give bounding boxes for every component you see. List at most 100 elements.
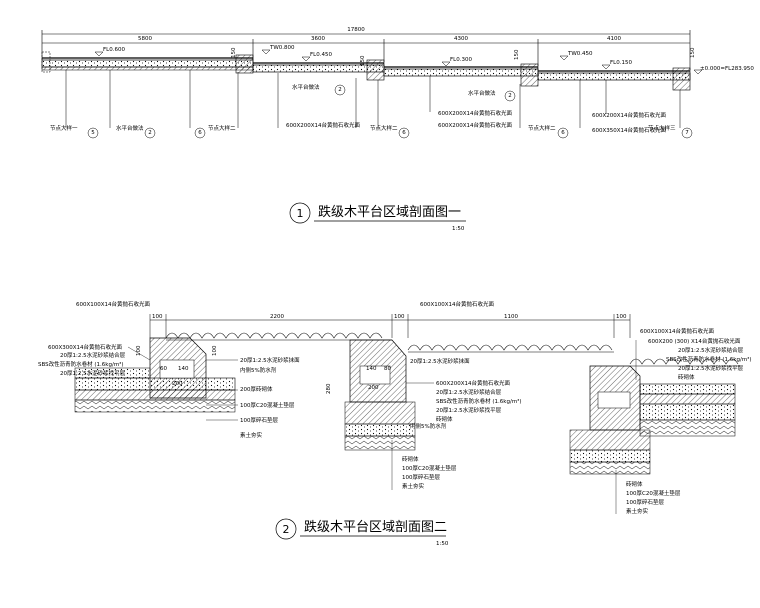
s2-mid-note-5: 100厚碎石垫层: [240, 416, 278, 424]
s2-dim-1: 100: [152, 314, 163, 320]
section2-left-wall: [74, 337, 236, 413]
note-stone-1: 600X200X14台黄抛石收光面: [286, 121, 361, 129]
vdim-1: 150: [231, 47, 237, 58]
s2-mid-note-2: 内侧5%防水剂: [240, 366, 277, 374]
callout-6b: 节点大样二 6: [370, 124, 410, 139]
s2-right-note-4: 20厚1:2.5水泥砂浆找平层: [678, 364, 744, 372]
svg-text:节点大样三: 节点大样三: [648, 124, 676, 132]
s2-right-note-3: SBS改性沥青防水卷材 (1.6kg/m³): [666, 355, 752, 363]
s2-left-dim-4: 200: [172, 381, 183, 387]
s2-top-label-3: 600X100X14台黄抛石收光面: [640, 327, 715, 335]
s2-dim-5: 100: [616, 314, 627, 320]
s2-dim-2: 2200: [270, 314, 284, 320]
s2-mid-note-4: 100厚C20混凝土垫层: [240, 401, 295, 409]
dim-seg-3: 4300: [454, 36, 468, 42]
s2-center-base-3: 100厚碎石垫层: [402, 473, 440, 481]
section1-scale: 1:50: [452, 226, 465, 232]
dim-seg-4: 4100: [607, 36, 621, 42]
svg-text:节点大样二: 节点大样二: [370, 124, 398, 132]
section1-levels: FL0.600 TW0.800 FL0.450 FL0.300 TW0.450 …: [94, 45, 754, 75]
s2-right-base-3: 100厚碎石垫层: [626, 498, 664, 506]
s2-center-base-4: 素土夯实: [402, 482, 425, 490]
vdim-3: 150: [514, 49, 520, 60]
s2-mid-note-3: 200厚砖砌体: [240, 385, 273, 393]
s2-right-note-2: 20厚1:2.5水泥砂浆结合层: [678, 346, 744, 354]
section2-title-block: 2 跌级木平台区域剖面图二 1:50: [275, 518, 449, 547]
level-fl0150: FL0.150: [610, 60, 632, 66]
vdim-2: 150: [360, 55, 366, 66]
note-stone-2: 600X200X14台黄抛石收光面: [438, 109, 513, 117]
s2-right-note-5: 砖砌体: [678, 373, 695, 381]
s2-mid-dim-3: 140: [366, 366, 377, 372]
section1-leader-notes: 水平台做法 600X200X14台黄抛石收光面 600X200X14台黄抛石收光…: [286, 83, 667, 134]
section2-title-num: 2: [283, 523, 290, 536]
section1-vert-dims: 150 150 150 150: [231, 47, 696, 66]
section2-center-notes: 600X200X14台黄抛石收光面 20厚1:2.5水泥砂浆结合层 SBS改性沥…: [391, 357, 522, 490]
svg-text:2: 2: [508, 93, 512, 99]
section1-leaders: [65, 70, 681, 128]
section2-right-notes: 600X200 (300) X14台黄抛石收光面 20厚1:2.5水泥砂浆结合层…: [615, 337, 752, 515]
s2-left-note-3: SBS改性沥青防水卷材 (1.6kg/m³): [38, 360, 124, 368]
svg-text:节点大样二: 节点大样二: [208, 124, 236, 132]
note-stone-5: 600X350X14台黄抛石收光面: [592, 126, 667, 134]
section2-left-notes: 600X300X14台黄抛石收光面 20厚1:2.5水泥砂浆结合层 SBS改性沥…: [38, 343, 189, 387]
level-fl0450: FL0.450: [310, 52, 332, 58]
section1-title-num: 1: [297, 207, 304, 220]
section-1: 17800 5800 3600 4300 4100: [41, 27, 754, 232]
s2-top-label-2: 600X100X14台黄抛石收光面: [420, 300, 495, 308]
s2-left-note-2: 20厚1:2.5水泥砂浆结合层: [60, 351, 126, 359]
dim-total: 17800: [347, 27, 365, 33]
s2-mid-note-6: 素土夯实: [240, 431, 263, 439]
note-stone-4: 600X200X14台黄抛石收光面: [592, 111, 667, 119]
svg-text:水平台做法: 水平台做法: [116, 124, 144, 132]
note-stone-3: 600X200X14台黄抛石收光面: [438, 121, 513, 129]
s2-center-note-4: 20厚1:2.5水泥砂浆找平层: [436, 406, 502, 414]
section1-title-block: 1 跌级木平台区域剖面图一 1:50: [289, 202, 466, 232]
s2-center-note-1: 600X200X14台黄抛石收光面: [436, 379, 511, 387]
section2-deck-surface: [165, 332, 740, 367]
callout-2c: 2: [504, 90, 516, 102]
svg-text:节点大样一: 节点大样一: [50, 124, 78, 132]
s2-dim-3: 100: [394, 314, 405, 320]
s2-mid-note-1: 20厚1:2.5水泥砂浆抹面: [240, 356, 300, 364]
section1-deck: [41, 51, 691, 91]
s2-center-note-5: 砖砌体: [436, 415, 453, 423]
callout-7: 节点大样三 7: [648, 124, 693, 139]
s2-center-side-1: 20厚1:2.5水泥砂浆抹面: [410, 357, 470, 365]
s2-center-base-1: 砖砌体: [402, 455, 419, 463]
svg-text:6: 6: [402, 130, 406, 136]
vdim-4: 150: [690, 47, 696, 58]
section1-callouts: 节点大样一 5 水平台做法 2 6 节点大样二 2 节点大样二 6: [50, 84, 693, 139]
s2-mid-dim-1: 100: [212, 345, 218, 356]
s2-center-side-2: 内侧5%防水剂: [410, 422, 447, 430]
svg-text:6: 6: [198, 130, 202, 136]
level-fl0600: FL0.600: [103, 47, 125, 53]
s2-center-note-3: SBS改性沥青防水卷材 (1.6kg/m³): [436, 397, 522, 405]
level-fl0300: FL0.300: [450, 57, 472, 63]
s2-top-label-1: 600X100X14台黄抛石收光面: [76, 300, 151, 308]
s2-right-base-4: 素土夯实: [626, 507, 649, 515]
callout-5: 节点大样一 5: [50, 124, 99, 139]
s2-left-dim-3: 140: [178, 366, 189, 372]
s2-left-dim-1: 100: [136, 345, 142, 356]
callout-6c: 节点大样二 6: [528, 124, 569, 139]
callout-2b: 2: [334, 84, 346, 96]
note-water-platform-2: 水平台做法: [468, 89, 496, 97]
s2-dim-4: 1100: [504, 314, 518, 320]
svg-text:7: 7: [685, 130, 689, 136]
section1-dim-chain: 17800 5800 3600 4300 4100: [41, 27, 691, 70]
svg-text:节点大样二: 节点大样二: [528, 124, 556, 132]
note-water-platform-1: 水平台做法: [292, 83, 320, 91]
section2-center-wall: [344, 339, 416, 451]
section2-mid-notes: 20厚1:2.5水泥砂浆抹面 内侧5%防水剂 200厚砖砌体 100厚C20混凝…: [206, 345, 391, 439]
s2-right-note-1: 600X200 (300) X14台黄抛石收光面: [648, 337, 741, 345]
dim-seg-2: 3600: [311, 36, 325, 42]
s2-left-note-1: 600X300X14台黄抛石收光面: [48, 343, 123, 351]
callout-2a: 水平台做法 2: [116, 124, 156, 139]
level-datum: ±0.000=FL283.950: [700, 66, 754, 72]
s2-center-base-2: 100厚C20混凝土垫层: [402, 464, 457, 472]
svg-text:2: 2: [338, 87, 342, 93]
s2-right-base-2: 100厚C20混凝土垫层: [626, 489, 681, 497]
